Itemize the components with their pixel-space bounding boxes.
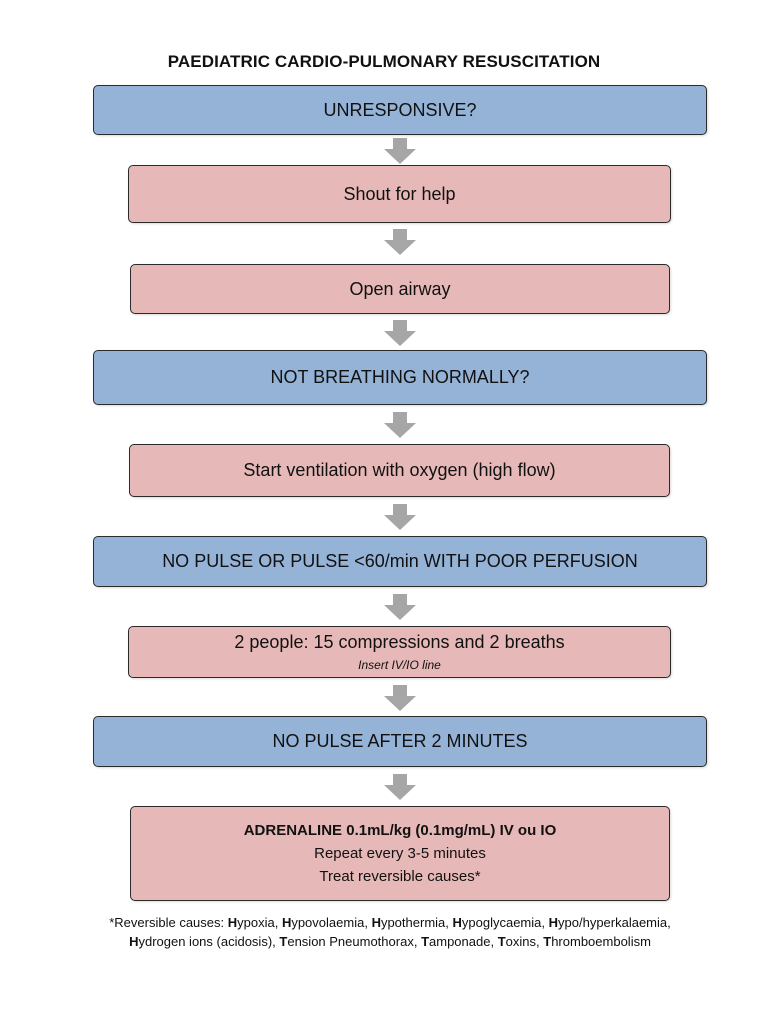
cause-hypoxia: Hypoxia bbox=[227, 915, 275, 930]
step-unresponsive-label: UNRESPONSIVE? bbox=[323, 99, 477, 120]
step-not-breathing-label: NOT BREATHING NORMALLY? bbox=[270, 367, 530, 387]
reversible-causes-footnote: *Reversible causes: Hypoxia, Hypovolaemi… bbox=[109, 915, 671, 949]
step-airway-label: Open airway bbox=[349, 278, 451, 299]
cause-hydrogen-ions: Hydrogen ions (acidosis) bbox=[129, 934, 273, 949]
step-open-airway: Open airway bbox=[130, 264, 670, 314]
arrow-down-icon bbox=[384, 229, 416, 255]
arrow-down-icon bbox=[384, 320, 416, 346]
step-adrenaline-label: ADRENALINE 0.1mL/kg (0.1mg/mL) IV ou IO bbox=[243, 822, 557, 839]
footnote-prefix: *Reversible causes: bbox=[109, 915, 228, 930]
step-no-pulse-label: NO PULSE OR PULSE <60/min WITH POOR PERF… bbox=[162, 551, 638, 571]
step-iv-line-note: Insert IV/IO line bbox=[358, 658, 441, 672]
cause-toxins: Toxins bbox=[497, 934, 537, 949]
step-shout-label: Shout for help bbox=[343, 183, 456, 204]
arrow-down-icon bbox=[384, 412, 416, 438]
cause-tamponade: Tamponade bbox=[421, 934, 491, 949]
step-start-ventilation: Start ventilation with oxygen (high flow… bbox=[129, 444, 670, 497]
cause-hypo-hyperkalaemia: Hypo/hyperkalaemia bbox=[548, 915, 668, 930]
step-treat-label: Treat reversible causes* bbox=[319, 868, 481, 885]
step-repeat-label: Repeat every 3-5 minutes bbox=[314, 845, 486, 862]
step-adrenaline: ADRENALINE 0.1mL/kg (0.1mg/mL) IV ou IO … bbox=[130, 806, 670, 901]
arrow-down-icon bbox=[384, 504, 416, 530]
step-compressions-label: 2 people: 15 compressions and 2 breaths bbox=[234, 632, 565, 652]
cause-tension-pneumothorax: Tension Pneumothorax bbox=[279, 934, 414, 949]
step-compressions: 2 people: 15 compressions and 2 breaths … bbox=[128, 626, 671, 678]
step-no-pulse-after-2-minutes: NO PULSE AFTER 2 MINUTES bbox=[93, 716, 707, 767]
arrow-down-icon bbox=[384, 138, 416, 164]
cause-thromboembolism: Thromboembolism bbox=[543, 934, 651, 949]
step-shout-for-help: Shout for help bbox=[128, 165, 671, 223]
step-ventilation-label: Start ventilation with oxygen (high flow… bbox=[243, 460, 556, 480]
arrow-down-icon bbox=[384, 774, 416, 800]
cause-hypovolaemia: Hypovolaemia bbox=[281, 915, 365, 930]
step-not-breathing: NOT BREATHING NORMALLY? bbox=[93, 350, 707, 405]
step-no-pulse: NO PULSE OR PULSE <60/min WITH POOR PERF… bbox=[93, 536, 707, 587]
step-unresponsive: UNRESPONSIVE? bbox=[93, 85, 707, 135]
arrow-down-icon bbox=[384, 594, 416, 620]
cause-hypothermia: Hypothermia bbox=[371, 915, 446, 930]
step-no-pulse-2min-label: NO PULSE AFTER 2 MINUTES bbox=[272, 731, 528, 751]
arrow-down-icon bbox=[384, 685, 416, 711]
cause-hypoglycaemia: Hypoglycaemia bbox=[452, 915, 542, 930]
page-title: PAEDIATRIC CARDIO-PULMONARY RESUSCITATIO… bbox=[167, 52, 601, 71]
